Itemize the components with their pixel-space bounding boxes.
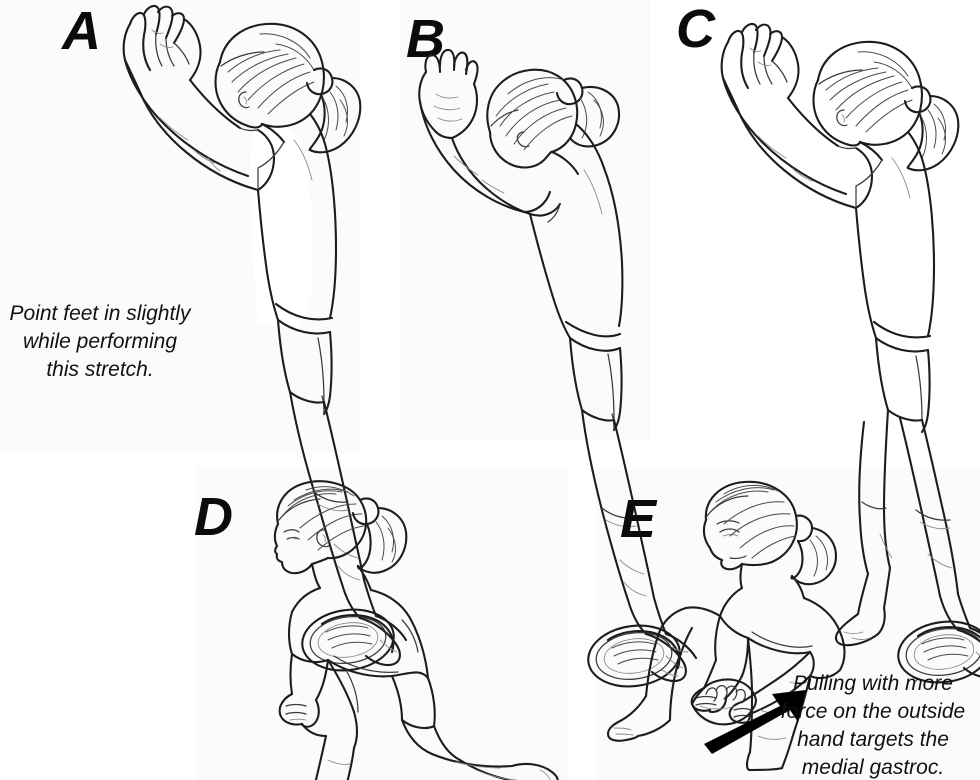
figure-d-front-leg [300,658,359,780]
figure-a-head [214,22,362,154]
caption-right: Pulling with more force on the outside h… [780,672,966,779]
panel-c-letter: C [676,0,715,59]
figure-e-head [702,480,838,586]
figure-b-shorts [568,336,623,432]
figure-e-seated-towel-pull [600,470,900,772]
figure-b-torso [528,122,624,352]
figure-a-shoe [301,608,408,672]
figure-c-legs [834,408,972,647]
figure-e-torso [718,562,846,680]
figure-c-torso [854,130,936,353]
figure-a-torso [256,112,338,335]
panel-d: D [180,470,580,780]
figure-c-shorts [874,336,931,434]
figure-e-near-arm [690,614,750,714]
figure-d-arm [278,652,330,728]
figure-d-rear-leg [400,718,559,780]
figure-c-arms [721,76,874,210]
panel-c: C [656,0,980,684]
figure-c-hands [720,22,800,112]
figure-d-torso [287,562,430,680]
panel-a-letter: A [62,1,101,61]
figure-a-far-arm [188,78,276,192]
figure-a-near-arm [123,58,260,192]
figure-c-head [812,40,960,172]
panel-b-letter: B [406,9,445,69]
figure-b-head [486,68,620,169]
figure-b-hand [418,48,479,140]
figure-c-standing-wall-lean-bent-knee [704,4,980,684]
panel-e: E [596,470,980,780]
figure-a-hands [122,4,202,94]
panel-b: B [396,0,698,688]
pull-direction-arrow [704,690,806,754]
panel-d-letter: D [194,487,233,547]
panel-e-letter: E [620,489,657,549]
figure-e-towel-strap [690,678,758,726]
panel-a: A [0,0,408,672]
figure-e-bent-leg [606,606,722,742]
figure-a-standing-wall-lean [108,0,408,672]
figure-d-head [273,480,408,575]
figure-b-arm [418,100,562,217]
figure-c-shoe [897,620,980,684]
figure-d-half-kneeling-lunge [242,470,572,780]
figure-d-shorts [345,669,436,730]
caption-left: Point feet in slightly while performing … [9,302,191,381]
figure-b-standing-wall-lean-deep [408,22,698,688]
